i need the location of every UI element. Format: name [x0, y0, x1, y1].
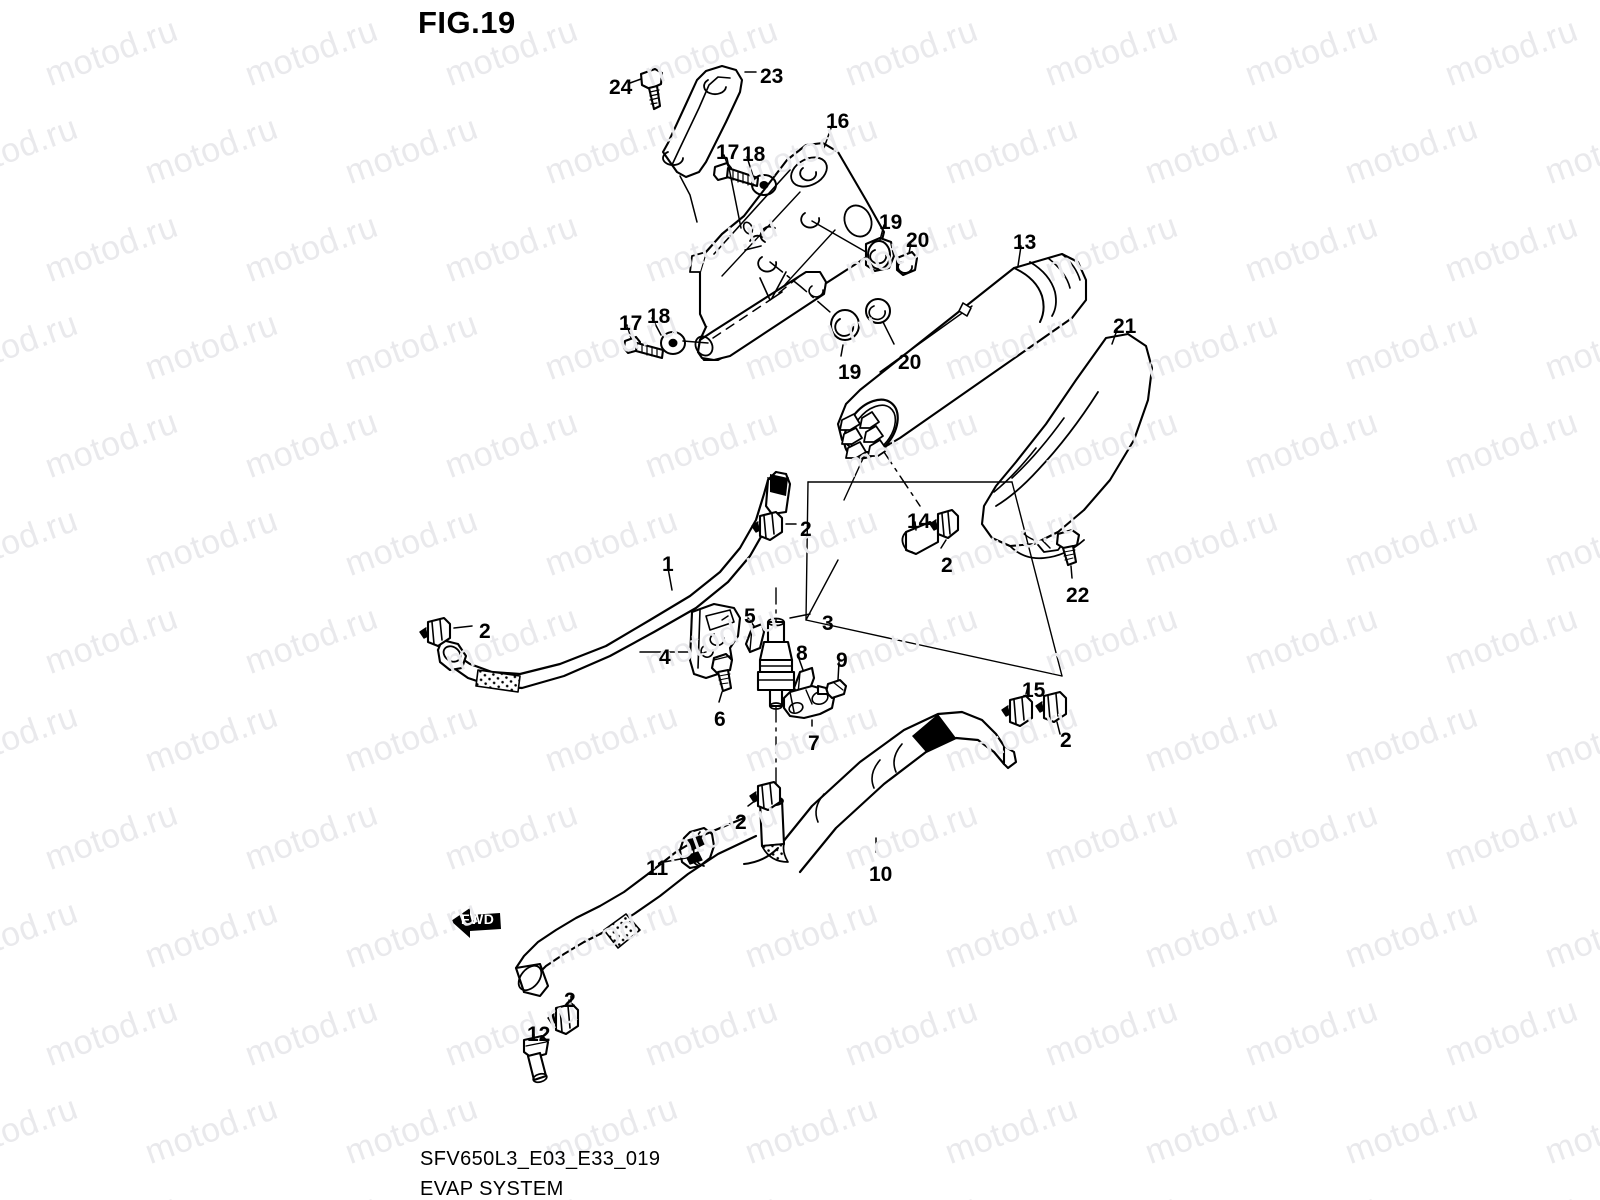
figure-caption-code: SFV650L3_E03_E33_019	[420, 1148, 661, 1170]
assembly-construction-lines	[805, 451, 1063, 677]
part-13-canister	[836, 252, 1088, 460]
callout-number-1: 1	[662, 553, 674, 576]
part-11-hose-guide-clip	[678, 826, 716, 870]
lower-hose-tail	[514, 816, 758, 998]
part-6-screw	[710, 652, 734, 693]
part-19-cushion-lower	[830, 309, 860, 341]
callout-number-24: 24	[609, 76, 633, 99]
callout-number-9: 9	[836, 649, 848, 672]
part-18-washer-lower	[660, 331, 686, 355]
part-15-hose-clip	[1001, 694, 1034, 728]
part-2-clamp-hose10-right	[1035, 690, 1068, 724]
part-2-clamp-hose1-top	[751, 510, 784, 542]
part-16-canister-bracket	[689, 141, 886, 362]
part-12-joint-pipe	[522, 1034, 550, 1084]
callout-number-2: 2	[941, 554, 953, 577]
callout-number-2: 2	[1060, 729, 1072, 752]
callout-number-12: 12	[527, 1023, 551, 1046]
callout-number-20: 20	[906, 229, 930, 252]
callout-number-23: 23	[760, 65, 784, 88]
part-23-canister-strap	[661, 64, 744, 223]
callout-number-16: 16	[826, 110, 850, 133]
callout-number-22: 22	[1066, 584, 1090, 607]
callout-number-18: 18	[647, 305, 671, 328]
callout-number-10: 10	[869, 863, 893, 886]
part-20-collar-lower	[865, 298, 891, 324]
part-14-drain-tube	[901, 520, 940, 556]
part-9-screw	[816, 678, 848, 700]
part-21-canister-cover	[980, 332, 1154, 560]
part-1-purge-hose	[436, 470, 792, 693]
callout-number-11: 11	[646, 857, 669, 880]
callout-number-17: 17	[619, 312, 643, 335]
part-18-washer-upper	[751, 174, 777, 196]
callout-number-4: 4	[659, 646, 671, 669]
part-2-clamp-hose10-mid	[749, 780, 782, 812]
callout-number-2: 2	[479, 620, 491, 643]
callout-number-18: 18	[742, 143, 766, 166]
part-24-screw	[639, 67, 664, 111]
part-17-bolt-lower	[622, 335, 665, 360]
callout-number-6: 6	[714, 708, 726, 731]
callout-number-2: 2	[800, 518, 812, 541]
part-2-clamp-bottom	[547, 1002, 580, 1036]
callout-number-17: 17	[716, 141, 740, 164]
part-20-collar-upper	[895, 250, 919, 277]
callout-number-2: 2	[735, 811, 747, 834]
callout-number-3: 3	[822, 612, 834, 635]
part-17-bolt-upper	[712, 161, 760, 188]
part-3-purge-control-valve	[756, 617, 796, 710]
fwd-direction-label: FWD	[461, 911, 495, 927]
callout-number-21: 21	[1113, 315, 1137, 338]
part-19-cushion-upper	[864, 236, 896, 273]
part-22-screw	[1055, 528, 1081, 567]
callout-number-5: 5	[744, 605, 756, 628]
callout-number-2: 2	[564, 989, 576, 1012]
part-2-clamp-hose1-left	[419, 616, 452, 648]
callout-number-15: 15	[1022, 679, 1046, 702]
part-5-cushion	[744, 622, 766, 654]
callout-number-19: 19	[838, 361, 862, 384]
figure-title: FIG.19	[418, 5, 516, 40]
fwd-arrow	[451, 908, 501, 938]
part-10-breather-hose	[743, 710, 1018, 874]
part-2-clamp-drain	[929, 508, 960, 540]
callout-number-13: 13	[1013, 231, 1037, 254]
callout-number-19: 19	[879, 211, 903, 234]
callout-number-8: 8	[796, 642, 808, 665]
callout-number-14: 14	[907, 510, 931, 533]
figure-caption-name: EVAP SYSTEM	[420, 1178, 564, 1200]
callout-number-7: 7	[808, 732, 820, 755]
callout-number-20: 20	[898, 351, 922, 374]
